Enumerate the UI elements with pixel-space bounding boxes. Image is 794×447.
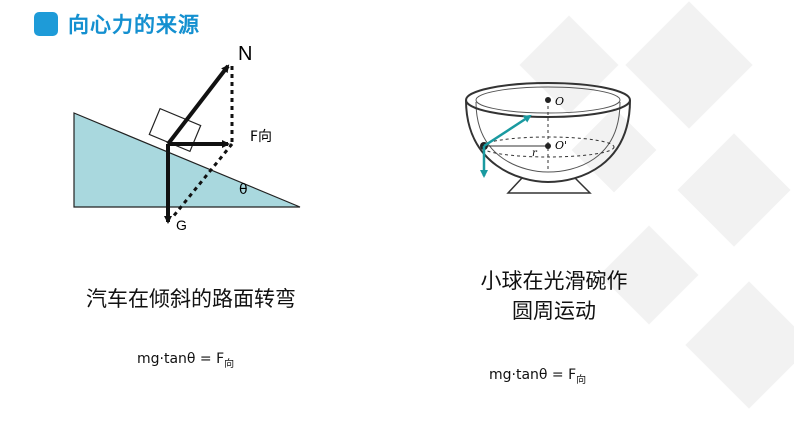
left-formula-sub: 向 <box>224 358 235 370</box>
label-n: N <box>238 43 252 65</box>
bowl-stand <box>506 177 592 194</box>
center-dot-o <box>545 97 551 103</box>
label-theta: θ <box>239 182 248 198</box>
right-formula-sub: 向 <box>576 374 587 386</box>
right-caption-line2: 圆周运动 <box>512 299 596 323</box>
support-force-arrow <box>483 114 532 148</box>
page-title: 向心力的来源 <box>68 13 200 37</box>
label-r: r <box>532 148 538 159</box>
label-o-prime: O' <box>555 139 567 152</box>
label-o: O <box>555 95 564 108</box>
title-bar: 向心力的来源 <box>34 9 200 39</box>
center-dot-o-prime <box>545 143 551 149</box>
left-formula-main: mg·tanθ = F <box>137 351 225 367</box>
title-marker <box>34 12 58 36</box>
left-formula: mg·tanθ = F向 <box>137 351 234 370</box>
normal-force-arrow <box>166 64 230 146</box>
label-g: G <box>176 217 187 233</box>
right-formula: mg·tanθ = F向 <box>489 367 586 386</box>
bowl-body <box>465 99 631 184</box>
bowl-rim <box>465 82 631 118</box>
label-f: F向 <box>250 129 272 145</box>
left-caption: 汽车在倾斜的路面转弯 <box>86 287 296 311</box>
incline-slope <box>73 112 301 208</box>
right-caption: 小球在光滑碗作 圆周运动 <box>460 265 648 325</box>
right-formula-main: mg·tanθ = F <box>489 367 577 383</box>
right-caption-line1: 小球在光滑碗作 <box>480 269 628 293</box>
